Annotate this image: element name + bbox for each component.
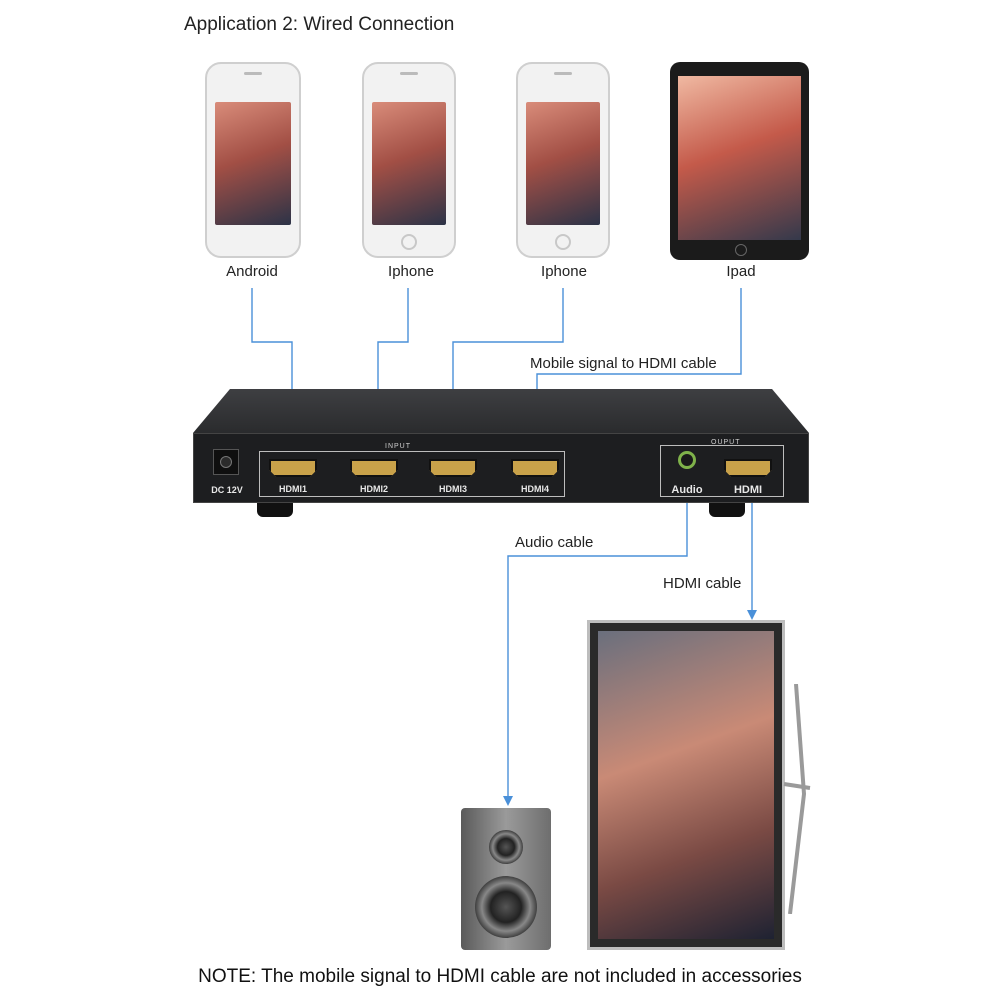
hdmi-output-label: HDMI — [733, 484, 763, 496]
tv-display — [587, 620, 785, 950]
tv-stand — [783, 684, 811, 914]
dc-power-label: DC 12V — [211, 485, 243, 495]
ipad — [670, 62, 809, 260]
device-label-iphone-1: Iphone — [388, 263, 434, 280]
hdmi-input-port-3 — [429, 459, 477, 477]
hdmi-input-port-4 — [511, 459, 559, 477]
hdmi-input-label-1: HDMI1 — [278, 484, 307, 494]
dc-power-jack — [213, 449, 239, 475]
device-label-ipad: Ipad — [726, 263, 756, 280]
audio-cable-label: Audio cable — [515, 534, 594, 551]
hdmi-input-label-3: HDMI3 — [438, 484, 467, 494]
hdmi-output-port — [724, 459, 772, 477]
input-group-label: INPUT — [385, 443, 411, 450]
iphone-2 — [516, 62, 610, 258]
audio-cable — [507, 500, 688, 798]
android-phone — [205, 62, 301, 258]
audio-output-label: Audio — [671, 484, 703, 496]
output-group-label: OUPUT — [711, 439, 741, 446]
iphone-1 — [362, 62, 456, 258]
input-port-group — [259, 451, 565, 497]
hdmi-input-port-1 — [269, 459, 317, 477]
speaker-image — [461, 808, 551, 950]
device-label-android: Android — [226, 263, 278, 280]
hdmi-switch-box: DC 12V INPUT HDMI1 HDMI2 HDMI3 HDMI4 OUP… — [193, 389, 809, 519]
hdmi-input-port-2 — [350, 459, 398, 477]
hdmi-input-label-4: HDMI4 — [520, 484, 549, 494]
diagram-title: Application 2: Wired Connection — [184, 14, 455, 35]
hdmi-cable-label: HDMI cable — [663, 575, 742, 592]
accessories-note: NOTE: The mobile signal to HDMI cable ar… — [198, 966, 802, 987]
audio-arrow — [503, 796, 513, 806]
mobile-signal-cable-label: Mobile signal to HDMI cable — [530, 355, 717, 372]
output-port-group — [660, 445, 784, 497]
hdmi-input-label-2: HDMI2 — [359, 484, 388, 494]
device-label-iphone-2: Iphone — [541, 263, 587, 280]
hdmi-arrow — [747, 610, 757, 620]
audio-output-jack — [678, 451, 696, 469]
